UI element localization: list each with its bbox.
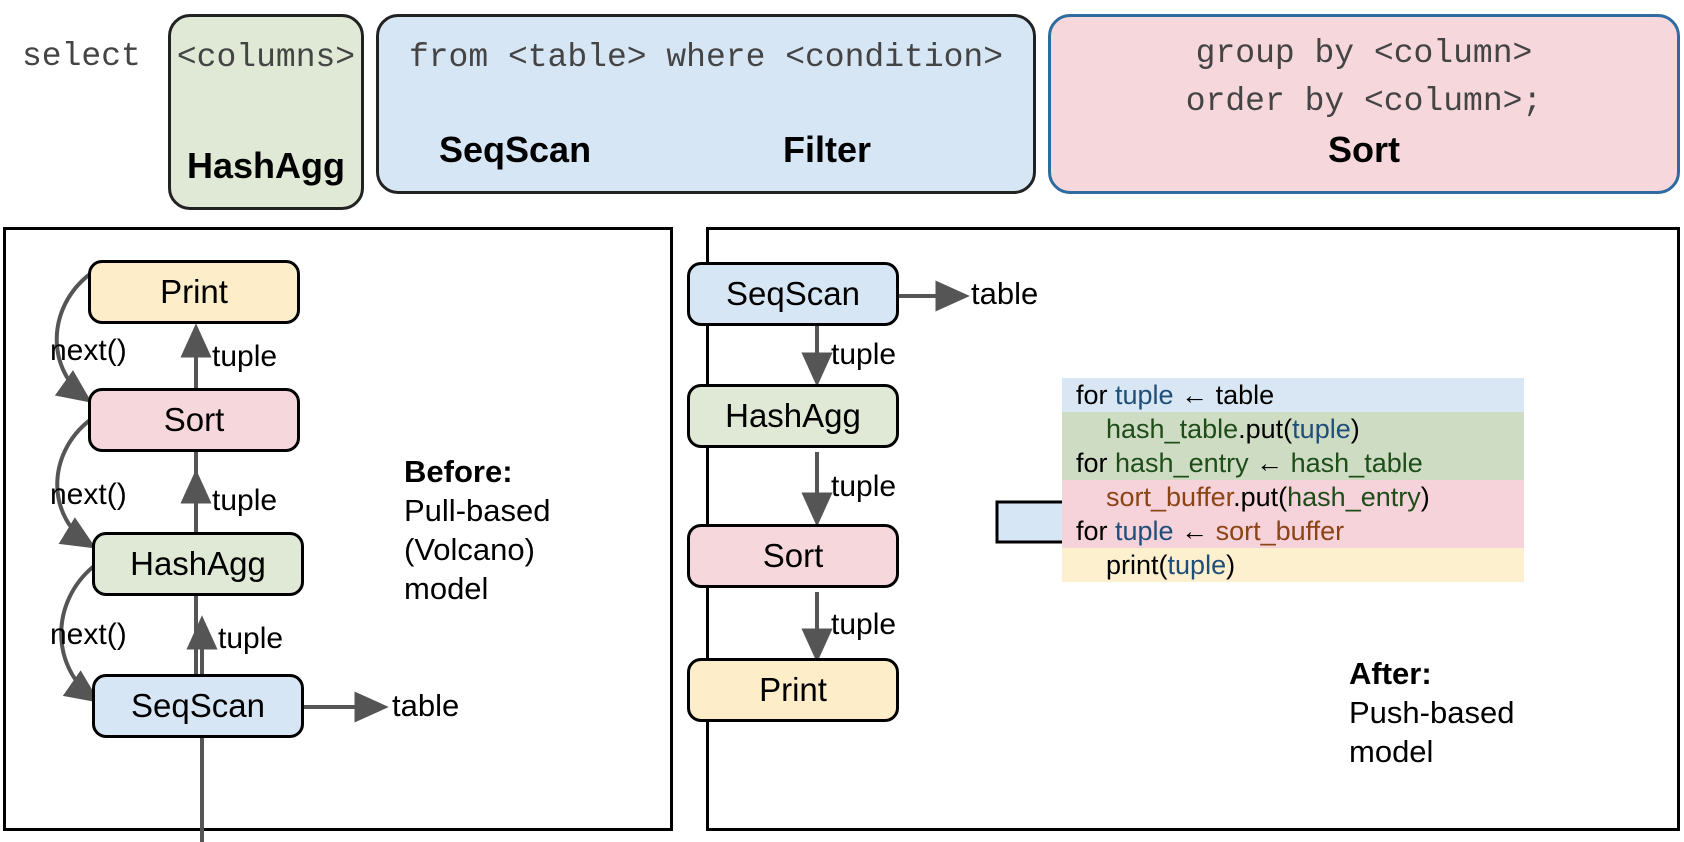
edge-label-tuple-2: tuple (831, 470, 897, 503)
code-line-5: for tuple ← sort_buffer (1062, 514, 1524, 548)
code-token: hash_entry (1287, 482, 1421, 512)
edge-label-tuple-1: tuple (212, 340, 278, 373)
code-token: for (1076, 380, 1116, 410)
edge-label-tuple-3: tuple (831, 608, 897, 641)
note-line-push-based: Push-based (1349, 695, 1515, 730)
node-hashagg[interactable]: HashAgg (687, 384, 899, 448)
code-line-3: for hash_entry ← hash_table (1062, 446, 1524, 480)
code-token (1076, 482, 1106, 512)
edge-label-table: table (971, 276, 1039, 311)
code-token: tuple (1115, 380, 1174, 410)
sql-fragment-hashagg[interactable]: <columns> HashAgg (168, 14, 364, 210)
code-token: .put( (1238, 414, 1293, 444)
code-line-2: hash_table.put(tuple) (1062, 412, 1524, 446)
operator-label-sort: Sort (1328, 129, 1400, 170)
code-line-4: sort_buffer.put(hash_entry) (1062, 480, 1524, 514)
node-hashagg[interactable]: HashAgg (92, 532, 304, 596)
sql-fragment-columns-text: <columns> (176, 39, 356, 76)
sql-fragment-groupby-text: group by <column> (1195, 35, 1533, 72)
code-line-6: print(tuple) (1062, 548, 1524, 582)
edge-label-next-2: next() (50, 478, 127, 511)
sql-fragment-seqscan-filter[interactable]: from <table> where <condition> SeqScan F… (376, 14, 1036, 194)
code-token: print( (1076, 550, 1168, 580)
sql-query-row: select <columns> HashAgg from <table> wh… (0, 0, 1684, 212)
edge-label-next-3: next() (50, 618, 127, 651)
edge-label-tuple-3: tuple (218, 622, 284, 655)
code-token: .put( (1233, 482, 1288, 512)
note-title-after: After: (1349, 656, 1432, 691)
code-token: hash_table (1290, 448, 1423, 478)
code-token: ← (1173, 516, 1216, 546)
edge-label-tuple-1: tuple (831, 338, 897, 371)
code-token: tuple (1115, 516, 1174, 546)
code-token: for (1076, 448, 1116, 478)
note-line-model: model (404, 571, 489, 606)
operator-label-hashagg: HashAgg (186, 145, 345, 186)
code-token: sort_buffer (1215, 516, 1345, 546)
code-token: ) (1226, 550, 1236, 580)
note-title-before: Before: (404, 454, 513, 489)
note-line-model: model (1349, 734, 1434, 769)
code-line-1: for tuple ← table (1062, 378, 1524, 412)
operator-label-filter: Filter (783, 129, 872, 170)
note-line-pull-based: Pull-based (404, 493, 551, 528)
pull-model-panel: Print Sort HashAgg SeqScan next() next()… (3, 227, 673, 842)
node-seqscan[interactable]: SeqScan (92, 674, 304, 738)
sql-fragment-sort[interactable]: group by <column> order by <column>; Sor… (1048, 14, 1680, 194)
edge-label-next-1: next() (50, 334, 127, 367)
code-token: ) (1420, 482, 1430, 512)
code-token: ← (1248, 448, 1291, 478)
code-token: tuple (1167, 550, 1227, 580)
code-token: hash_table (1106, 414, 1239, 444)
code-token: ← table (1173, 380, 1275, 410)
node-print[interactable]: Print (88, 260, 300, 324)
code-token: ) (1350, 414, 1360, 444)
node-print[interactable]: Print (687, 658, 899, 722)
code-token: sort_buffer (1106, 482, 1234, 512)
edge-label-table: table (392, 688, 460, 723)
edge-label-tuple-2: tuple (212, 484, 278, 517)
node-sort[interactable]: Sort (88, 388, 300, 452)
push-model-pseudocode: for tuple ← table hash_table.put(tuple)f… (1062, 378, 1524, 616)
code-token: for (1076, 516, 1116, 546)
node-sort[interactable]: Sort (687, 524, 899, 588)
note-line-volcano: (Volcano) (404, 532, 535, 567)
sql-fragment-from-where-text: from <table> where <condition> (408, 39, 1004, 76)
node-seqscan[interactable]: SeqScan (687, 262, 899, 326)
code-token (1076, 414, 1106, 444)
sql-fragment-orderby-text: order by <column>; (1185, 83, 1543, 120)
sql-keyword-select: select (22, 38, 141, 75)
code-token: hash_entry (1115, 448, 1249, 478)
code-token: tuple (1292, 414, 1351, 444)
operator-label-seqscan: SeqScan (439, 129, 592, 170)
